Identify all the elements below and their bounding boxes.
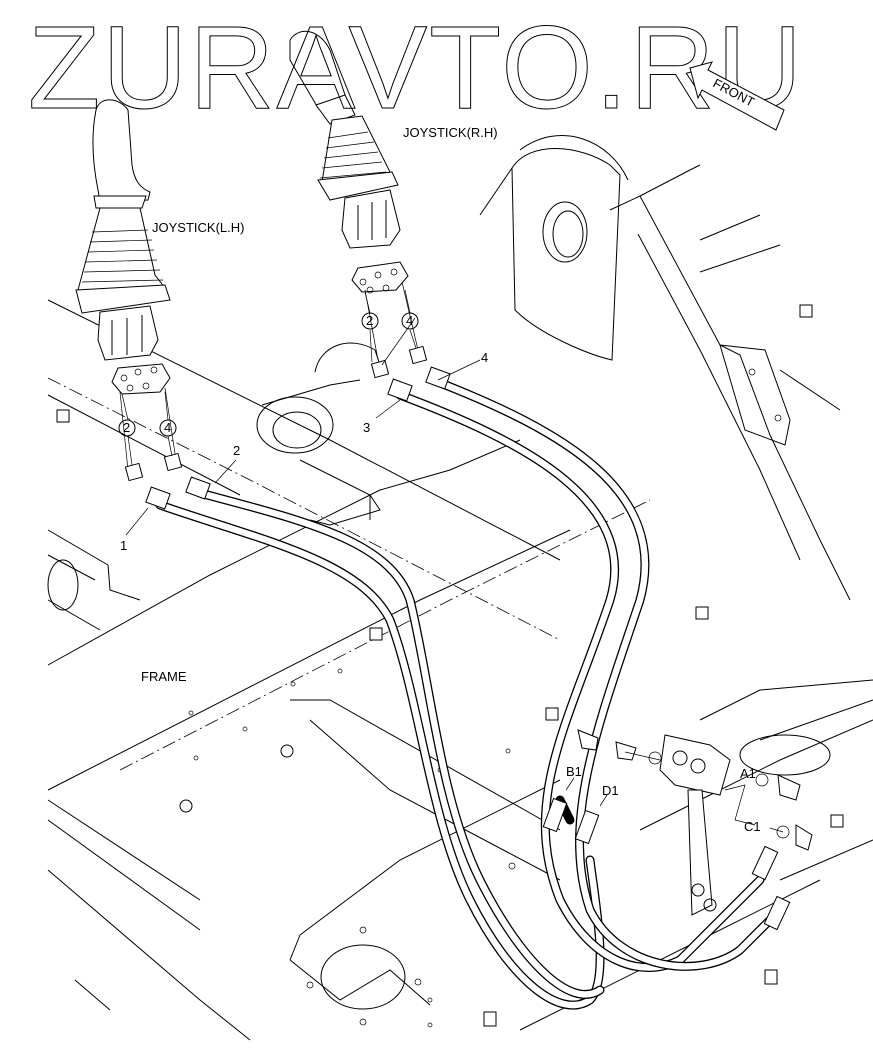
callout-hose-1: 1 <box>120 538 127 553</box>
hose-assemblies <box>155 377 785 1010</box>
port-c1-label: C1 <box>744 819 761 834</box>
frame-label: FRAME <box>141 669 187 684</box>
watermark-text: ZURAVTO.RU <box>28 2 804 134</box>
callout-hose-4: 4 <box>481 350 488 365</box>
joystick-right-label: JOYSTICK(R.H) <box>403 125 498 140</box>
callout-leaders <box>121 289 608 807</box>
port-b1-label: B1 <box>566 764 582 779</box>
callout-port-2-right: 2 <box>366 313 373 328</box>
port-d1-label: D1 <box>602 783 619 798</box>
callout-port-4-left: 4 <box>164 420 171 435</box>
callout-port-2-left: 2 <box>123 420 130 435</box>
pivot-drum <box>256 342 381 526</box>
hose-fittings <box>124 345 791 931</box>
callout-hose-3: 3 <box>363 420 370 435</box>
frame-structure <box>47 299 873 1041</box>
port-a1-label: A1 <box>740 766 756 781</box>
valve-block <box>577 729 813 916</box>
callout-circles <box>118 312 419 437</box>
callout-hose-2: 2 <box>233 443 240 458</box>
boom-bracket <box>479 135 851 601</box>
callout-port-4-right: 4 <box>406 313 413 328</box>
joystick-left-label: JOYSTICK(L.H) <box>152 220 244 235</box>
joystick-left <box>75 99 177 471</box>
